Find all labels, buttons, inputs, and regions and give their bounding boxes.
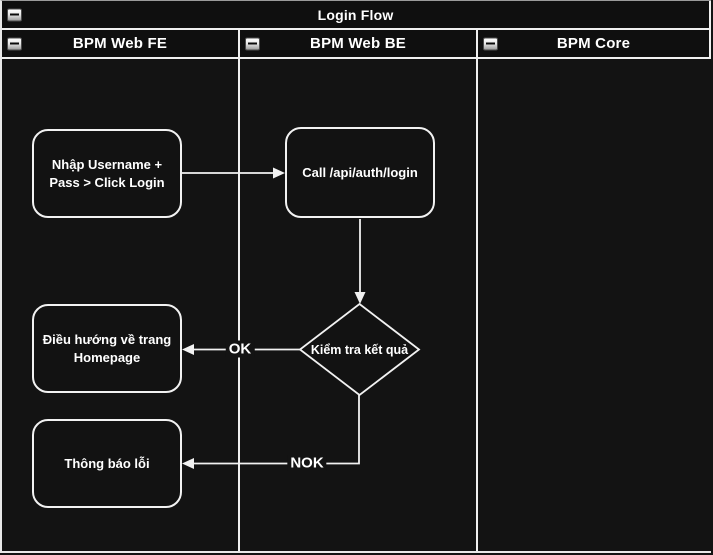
edge-label-ok[interactable]: OK [225,340,255,358]
node-error-message[interactable]: Thông báo lỗi [32,419,182,508]
lane-container: BPM Web FE BPM Web BE BPM Core [2,30,711,551]
lane-header-bpm-web-fe[interactable]: BPM Web FE [2,30,240,59]
lane-bpm-core: BPM Core [478,30,711,551]
node-call-api[interactable]: Call /api/auth/login [285,127,435,218]
node-label: Call /api/auth/login [302,164,418,180]
pool-title: Login Flow [317,6,394,23]
node-navigate-home[interactable]: Điều hướng về trang Homepage [32,304,182,393]
node-label: Nhập Username + Pass > Click Login [49,156,165,190]
node-label: Điều hướng về trang Homepage [42,331,172,365]
minus-glyph [10,42,19,45]
lane-title: BPM Web BE [310,35,406,52]
lane-header-bpm-core[interactable]: BPM Core [478,30,711,59]
minus-glyph [486,42,495,45]
pool-title-bar[interactable]: Login Flow [2,1,711,30]
collapse-icon[interactable] [245,37,260,50]
node-label: Thông báo lỗi [64,455,150,471]
lane-bpm-web-be: BPM Web BE [240,30,478,551]
lane-header-bpm-web-be[interactable]: BPM Web BE [240,30,478,59]
edge-label-nok[interactable]: NOK [287,454,327,472]
collapse-icon[interactable] [7,8,22,21]
lane-title: BPM Web FE [72,35,168,52]
lane-title: BPM Core [556,35,631,52]
minus-glyph [10,13,19,16]
lane-bpm-web-fe: BPM Web FE [2,30,240,551]
minus-glyph [248,42,257,45]
collapse-icon[interactable] [7,37,22,50]
node-check-result-label[interactable]: Kiểm tra kết quả [310,343,409,357]
collapse-icon[interactable] [483,37,498,50]
node-input-login[interactable]: Nhập Username + Pass > Click Login [32,129,182,218]
